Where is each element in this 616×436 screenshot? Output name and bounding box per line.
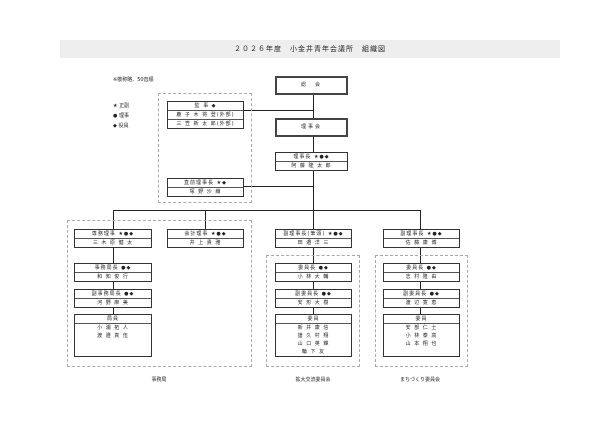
connector: [244, 110, 313, 111]
role: 直前理事長 ★◆: [168, 179, 243, 188]
secretariat-vice-box: 副事務局長 ●◆ 河 野 麻 美: [74, 289, 152, 308]
role: 専務理事 ★●◆: [75, 230, 151, 239]
name: 小 林 泰 高: [405, 333, 438, 339]
note: ※敬称略、50音順: [113, 77, 154, 83]
role: 監 事 ◆: [168, 102, 243, 111]
members-box: 委員 新 井 康 信 譜 久 村 翔 山 口 英 輝 輪 下 友: [275, 314, 352, 357]
vice-chair-box: 副委員長 ●◆ 安 形 大 樹: [275, 289, 352, 308]
legend-label: 役員: [118, 123, 129, 129]
name: 田 邉 洋 三: [297, 240, 330, 246]
name: 志 村 隆 由: [405, 274, 438, 280]
role: 理事長 ★●◆: [276, 153, 347, 162]
name: 小 林 大 輔: [297, 274, 330, 280]
secretariat-group: [67, 220, 252, 367]
name: 和 知 俊 行: [97, 274, 129, 280]
role: 副理事長 ★●◆: [384, 230, 459, 239]
page-title: ２０２６年度 小金井青年会議所 組織図: [60, 40, 560, 58]
auditor-box: 監 事 ◆ 鹿 子 木 将 登(外部) 三 笠 新 太 郎(外部): [167, 101, 244, 129]
chair-box: 委員長 ●◆ 志 村 隆 由: [383, 263, 460, 282]
name: 安 形 大 樹: [297, 300, 330, 306]
vice-chair-box: 副委員長 ●◆ 渡 辺 寛 恵: [383, 289, 460, 308]
name: 安 部 仁 士: [405, 325, 438, 331]
secretariat-staff-box: 局員 小 浦 拓 人 渡 邉 真 伍: [74, 314, 152, 357]
role: 委員長 ●◆: [276, 264, 351, 273]
role: 副理事長(筆頭) ★●◆: [276, 230, 351, 239]
secretariat-label: 事務局: [151, 377, 167, 383]
connector: [244, 186, 313, 187]
committee1-group: [266, 255, 360, 367]
role: 副事務局長 ●◆: [75, 290, 151, 299]
role: 局員: [75, 315, 151, 324]
committee1-label: 拡大交流委員会: [295, 377, 331, 383]
name: 塚 野 沙 織: [189, 189, 222, 195]
name: 譜 久 村 翔: [297, 333, 330, 339]
connector: [420, 210, 421, 229]
circle-icon: ●: [113, 113, 118, 119]
vp-senior-box: 副理事長(筆頭) ★●◆ 田 邉 洋 三: [275, 229, 352, 248]
role: 委員: [384, 315, 459, 324]
name: 山 口 英 輝: [297, 341, 330, 347]
name: 河 野 麻 美: [97, 300, 129, 306]
connector: [313, 210, 314, 229]
role: 会計理事 ★●◆: [168, 230, 243, 239]
advisory-group: [158, 93, 252, 203]
name: 三 笠 新 太 郎(外部): [176, 121, 235, 127]
role: 副委員長 ●◆: [276, 290, 351, 299]
connector: [113, 210, 421, 211]
name: 山 本 翔 也: [405, 341, 438, 347]
treasurer-box: 会計理事 ★●◆ 井 上 貴 雅: [167, 229, 244, 248]
diamond-icon: ◆: [113, 123, 117, 129]
name: 輪 下 友: [301, 349, 326, 355]
secretariat-chief-box: 事務局長 ●◆ 和 知 俊 行: [74, 263, 152, 282]
role: 副委員長 ●◆: [384, 290, 459, 299]
board-box: 理事会: [275, 118, 348, 137]
committee2-label: まちづくり委員会: [399, 377, 441, 383]
legend-label: 正副: [119, 103, 130, 109]
role: 事務局長 ●◆: [75, 264, 151, 273]
chair-box: 委員長 ●◆ 小 林 大 輔: [275, 263, 352, 282]
name: 阿 藤 隆 太 郎: [291, 163, 332, 169]
name: 井 上 貴 雅: [189, 240, 222, 246]
past-president-box: 直前理事長 ★◆ 塚 野 沙 織: [167, 178, 244, 197]
name: 佐 藤 康 博: [405, 240, 438, 246]
committee2-group: [375, 255, 468, 367]
name: 渡 邉 真 伍: [97, 333, 129, 339]
general-assembly-box: 総 会: [275, 76, 348, 95]
executive-box: 専務理事 ★●◆ 三 木 原 健 太: [74, 229, 152, 248]
star-icon: ★: [113, 103, 118, 109]
name: 小 浦 拓 人: [97, 325, 129, 331]
name: 渡 辺 寛 恵: [405, 300, 438, 306]
legend-label: 理事: [118, 113, 129, 119]
role: 委員: [276, 315, 351, 324]
name: 鹿 子 木 将 登(外部): [168, 111, 243, 120]
president-box: 理事長 ★●◆ 阿 藤 隆 太 郎: [275, 152, 348, 171]
name: 新 井 康 信: [297, 325, 330, 331]
connector: [113, 210, 114, 229]
vp-box: 副理事長 ★●◆ 佐 藤 康 博: [383, 229, 460, 248]
connector: [205, 210, 206, 229]
role: 委員長 ●◆: [384, 264, 459, 273]
members-box: 委員 安 部 仁 士 小 林 泰 高 山 本 翔 也: [383, 314, 460, 357]
name: 三 木 原 健 太: [92, 240, 134, 246]
